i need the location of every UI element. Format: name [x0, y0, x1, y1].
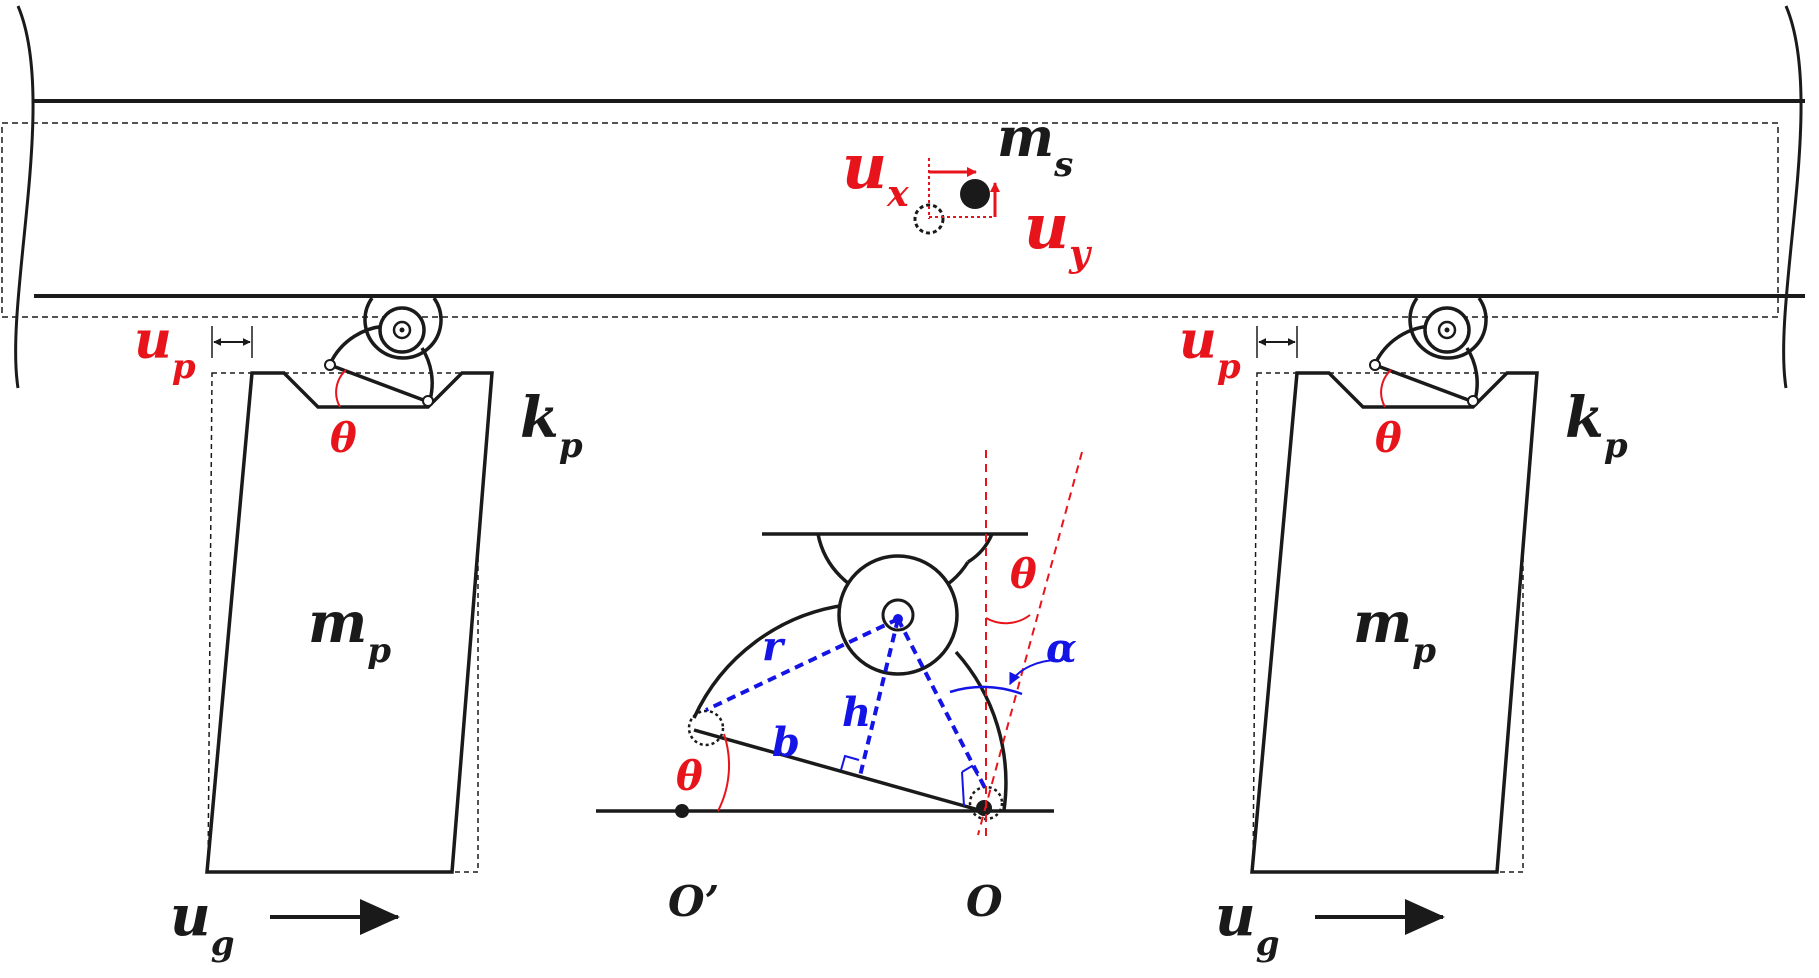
detail-rocker-left-arc [692, 603, 847, 719]
up-left-label: u [134, 310, 172, 371]
svg-text:ug: ug [1215, 883, 1280, 964]
svg-text:mp: mp [308, 590, 391, 671]
deck-displaced-outline [1, 122, 1779, 318]
bearing-right-pivot-b [1467, 395, 1479, 407]
kp-left-subscript: p [559, 426, 583, 466]
theta-right-label: θ [1375, 415, 1402, 462]
pier-left: up θ kp mp ug [134, 296, 583, 964]
bearing-left-hub [399, 327, 405, 333]
center-to-o-line [896, 618, 988, 791]
pier-left-dashed-outline [207, 372, 479, 873]
ug-right-label: u [1215, 883, 1256, 949]
bearing-detail: θ θ α r h b O’ O [596, 450, 1083, 926]
uy-label: u [1024, 190, 1069, 263]
deck-centroid-displaced [960, 179, 990, 209]
bearing-left-theta-arc [335, 369, 347, 408]
ug-left-label: u [170, 883, 211, 949]
b-label: b [772, 719, 800, 766]
h-line [858, 618, 900, 777]
ug-right-arrowhead [1405, 899, 1445, 935]
h-right-angle [840, 754, 860, 771]
svg-text:kp: kp [1565, 385, 1628, 466]
theta-left-label: θ [330, 415, 357, 462]
svg-text:up: up [134, 310, 196, 387]
detail-rocker-base [693, 728, 987, 814]
r-label: r [762, 623, 786, 670]
o-prime-label: O’ [668, 877, 719, 926]
deck-break-left [14, 5, 35, 389]
bearing-right-pivot-a [1369, 359, 1381, 371]
deck-mass-label: m [997, 105, 1054, 169]
pier-right-dashed-outline [1252, 372, 1524, 873]
detail-socket-right [967, 533, 994, 564]
o-prime-point [675, 804, 689, 818]
svg-text:ug: ug [170, 883, 235, 964]
bearing-left-pivot-b [422, 395, 434, 407]
alpha-arc [949, 685, 1023, 696]
detail-theta-top-label: θ [1010, 551, 1037, 598]
detail-rocker-right-arc [954, 650, 1008, 811]
svg-text:ux: ux [842, 130, 909, 215]
pier-right: up θ kp mp ug [1179, 296, 1628, 964]
ux-label: u [842, 130, 887, 203]
r-line [705, 617, 899, 712]
mp-right-label: m [1353, 590, 1412, 656]
bearing-left-pivot-a [324, 359, 336, 371]
bearing-right [1369, 296, 1488, 408]
uy-subscript: y [1068, 233, 1092, 275]
svg-text:ms: ms [997, 105, 1073, 185]
bearing-right-theta-arc [1380, 369, 1392, 408]
theta-bottom-arc [717, 733, 731, 812]
kp-left-label: k [520, 385, 559, 451]
up-right-label: u [1179, 310, 1217, 371]
deck-mass-subscript: s [1053, 145, 1073, 185]
up-right-subscript: p [1217, 347, 1241, 387]
alpha-label: α [1046, 625, 1077, 672]
mp-left-subscript: p [367, 631, 391, 671]
ux-subscript: x [886, 173, 909, 215]
svg-text:mp: mp [1353, 590, 1436, 671]
up-left-subscript: p [172, 347, 196, 387]
svg-text:kp: kp [520, 385, 583, 466]
o-label: O [966, 877, 1003, 926]
tilted-reference [977, 451, 1083, 836]
svg-text:up: up [1179, 310, 1241, 387]
pier-left-body [205, 371, 494, 874]
bearing-left [324, 296, 443, 408]
pivot-dotted-ring [687, 709, 725, 747]
kp-right-label: k [1565, 385, 1604, 451]
alpha-pointer [1009, 659, 1059, 686]
deck-mass-group: ms ux uy [842, 105, 1092, 275]
theta-top-arc [985, 614, 1031, 625]
o-right-angle [961, 764, 979, 777]
ug-left-subscript: g [211, 924, 235, 964]
bearing-right-socket [1408, 296, 1488, 360]
svg-text:uy: uy [1024, 190, 1092, 275]
detail-theta-bottom-label: θ [676, 753, 703, 800]
o-right-angle-2 [961, 771, 965, 807]
kp-right-subscript: p [1604, 426, 1628, 466]
deck [1, 5, 1805, 389]
deck-break-right [1782, 5, 1803, 389]
ug-left-arrowhead [360, 899, 400, 935]
deck-centroid-original [913, 203, 945, 235]
bearing-left-socket [363, 296, 443, 360]
ug-right-subscript: g [1256, 924, 1280, 964]
bearing-right-hub [1444, 327, 1450, 333]
pier-right-body [1250, 371, 1539, 874]
o-point [976, 800, 992, 816]
mp-left-label: m [308, 590, 367, 656]
mp-right-subscript: p [1412, 631, 1436, 671]
h-label: h [842, 689, 871, 736]
